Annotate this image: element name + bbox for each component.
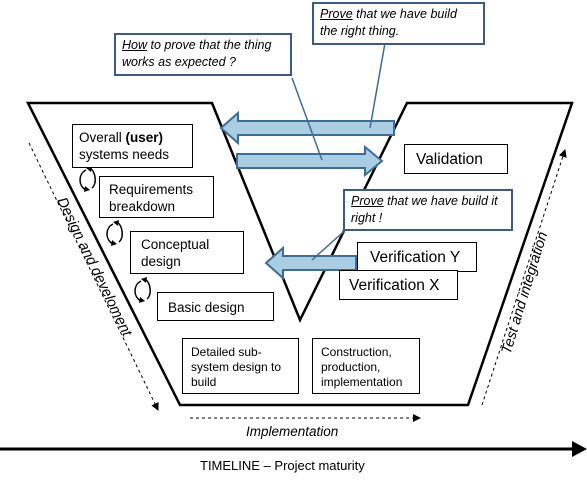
overall-needs-box: Overall (user) systems needs	[72, 124, 193, 168]
callout-how-to-prove: How to prove that the thing works as exp…	[114, 33, 292, 76]
construction-box: Construction, production, implementation	[312, 338, 420, 394]
basic-design-box: Basic design	[157, 292, 274, 321]
requirements-box: Requirements breakdown	[99, 176, 214, 218]
conceptual-design-box: Conceptual design	[130, 231, 244, 274]
blue-arrow-right	[236, 144, 384, 178]
detailed-design-box: Detailed sub- system design to build	[182, 338, 299, 394]
design-dashed-arrow	[28, 142, 159, 411]
validation-box: Validation	[404, 144, 508, 174]
user-emphasis: (user)	[125, 130, 164, 145]
callout-prove-built-right: Prove that we have build it right !	[343, 189, 513, 231]
callout-pointer-2	[369, 42, 386, 129]
callout-pointer-1	[291, 77, 323, 161]
verification-y-box: Verification Y	[357, 242, 477, 272]
implementation-label: Implementation	[246, 424, 339, 439]
callout-pointer-3	[311, 225, 351, 261]
blue-arrow-left	[219, 110, 395, 146]
timeline-label: TIMELINE – Project maturity	[200, 458, 365, 473]
verification-x-box: Verification X	[339, 270, 458, 300]
cycle-icon-3a	[134, 280, 142, 302]
timeline-arrowhead	[572, 441, 587, 457]
cycle-icon-1a	[79, 169, 87, 191]
callout-prove-right-thing: Prove that we have build the right thing…	[312, 2, 485, 45]
cycle-icon-2a	[106, 223, 114, 245]
test-dashed-arrow	[481, 149, 567, 406]
